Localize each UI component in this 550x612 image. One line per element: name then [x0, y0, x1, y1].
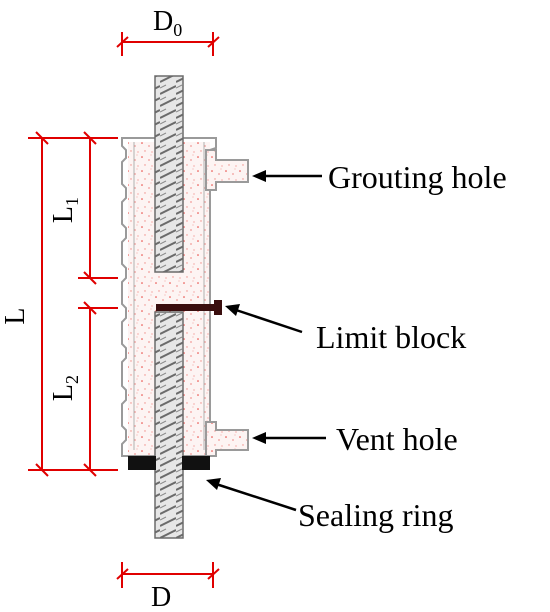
lower-rebar: [154, 311, 184, 539]
vent-hole-port: [205, 421, 249, 457]
dimension-l: [28, 131, 118, 477]
d-label: D: [151, 582, 171, 612]
dimension-d: [116, 562, 220, 588]
sealing-ring-label: Sealing ring: [298, 497, 454, 533]
callout-arrows: [206, 170, 326, 512]
limit-block-cap: [214, 300, 222, 315]
upper-rebar: [154, 75, 184, 273]
limit-block-label: Limit block: [316, 319, 466, 355]
sleeve-inner-wall: [133, 142, 205, 450]
grouting-hole-port: [205, 149, 249, 191]
l-label: L: [0, 307, 31, 324]
dimension-l1: [78, 131, 118, 285]
grouting-hole-label: Grouting hole: [328, 159, 507, 195]
rebars: [154, 75, 184, 539]
limit-block-arrow: [235, 308, 303, 334]
dimension-l2: [78, 301, 118, 477]
vent-hole-label: Vent hole: [336, 421, 458, 457]
limit-block: [156, 304, 220, 311]
l2-label: L2: [48, 375, 82, 401]
sealing-ring: [128, 456, 210, 470]
dimension-d0: [116, 32, 220, 56]
sealing-ring-arrow: [215, 482, 297, 512]
l1-label: L1: [48, 197, 82, 223]
d0-label: D0: [153, 6, 182, 40]
sleeve: [121, 137, 249, 457]
